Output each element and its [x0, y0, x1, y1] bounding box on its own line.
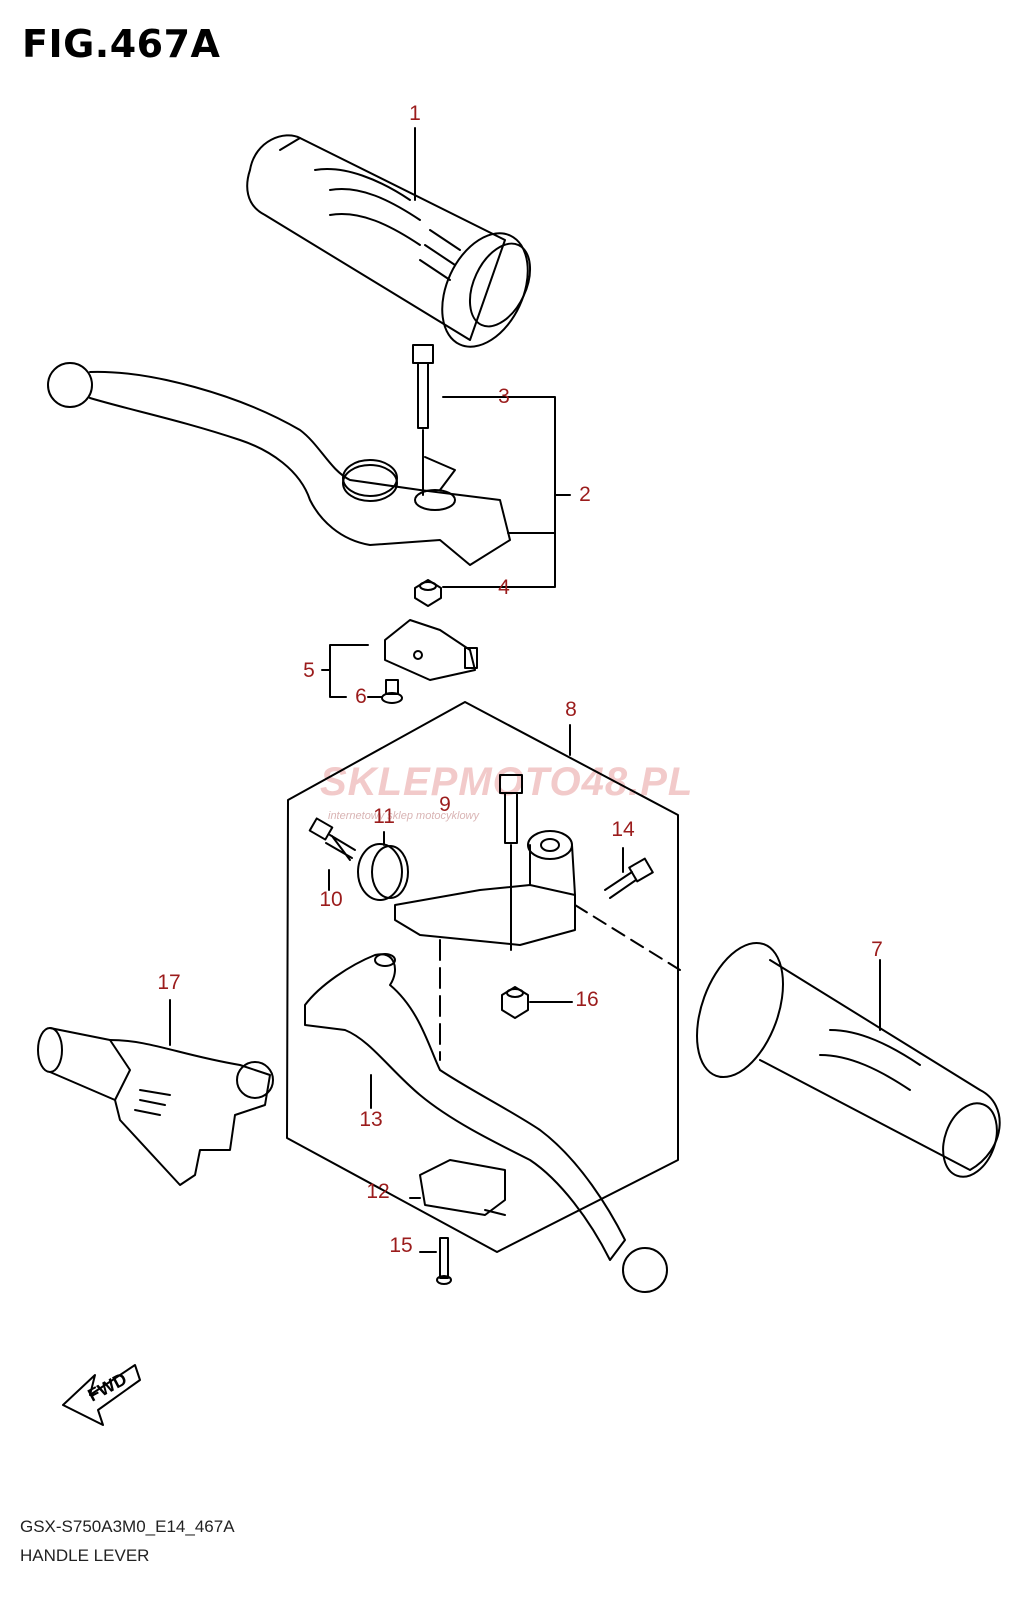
clutch-switch-part [419, 1159, 506, 1216]
bracket-5a [329, 644, 369, 671]
fwd-arrow-icon [62, 1364, 141, 1426]
left-grip-part [696, 941, 1001, 1178]
brake-lever-assembly-part [47, 362, 511, 566]
watermark-brand: SKLEPMOTO48.PL [320, 760, 694, 804]
bracket-2 [442, 396, 556, 588]
callout-3: 3 [498, 385, 510, 408]
clutch-holder-part [394, 830, 576, 946]
assembly-8-frame [286, 701, 679, 1253]
callout-8: 8 [565, 698, 577, 721]
brake-switch-part [384, 619, 478, 681]
callout-11: 11 [373, 805, 395, 828]
callout-9: 9 [439, 793, 451, 816]
holder-nut-part [501, 986, 529, 1019]
callout-13: 13 [359, 1108, 383, 1131]
adjuster-bolt-part [308, 817, 356, 861]
callout-15: 15 [389, 1234, 413, 1257]
figure-caption: HANDLE LEVER [20, 1546, 150, 1565]
clutch-lever-part [304, 953, 668, 1293]
switch-screw-part [381, 679, 403, 704]
holder-bolt-part [499, 774, 523, 951]
handlebar-switch-part [37, 1027, 274, 1186]
watermark-tagline: internetowy sklep motocyklowy [328, 810, 480, 822]
holder-screw-part [604, 857, 654, 899]
pivot-bolt-part [412, 344, 434, 496]
callout-17: 17 [157, 971, 181, 994]
nut-part [414, 579, 442, 607]
bracket-5b [329, 669, 347, 698]
callout-7: 7 [871, 938, 883, 961]
callout-16: 16 [575, 988, 599, 1011]
centerline [574, 904, 681, 971]
callout-14: 14 [611, 818, 635, 841]
callout-10: 10 [319, 888, 343, 911]
callout-6: 6 [355, 685, 367, 708]
callout-1: 1 [409, 102, 421, 125]
callout-12: 12 [366, 1180, 390, 1203]
switch-screw-15-part [436, 1237, 452, 1285]
callout-4: 4 [498, 576, 510, 599]
adjuster-wheel-part [357, 843, 409, 901]
callout-2: 2 [579, 483, 591, 506]
callout-5: 5 [303, 659, 315, 682]
throttle-grip-part [246, 134, 532, 348]
figure-title: FIG.467A [22, 22, 221, 66]
figure-code: GSX-S750A3M0_E14_467A [20, 1517, 235, 1536]
